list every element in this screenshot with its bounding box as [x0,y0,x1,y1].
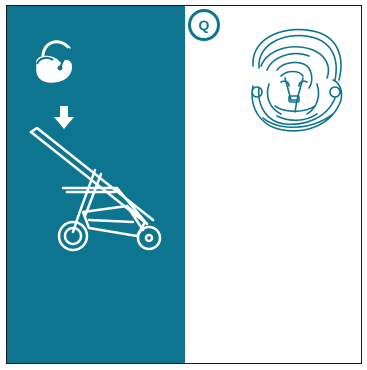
car-seat-icon [31,34,81,90]
infant-car-seat-illustration [247,26,347,136]
step-badge: Q [188,9,220,41]
illustration-panel: Q [185,6,361,363]
instruction-panel [7,6,185,363]
stroller-frame-icon [27,124,167,254]
instruction-frame: Q [6,5,362,364]
